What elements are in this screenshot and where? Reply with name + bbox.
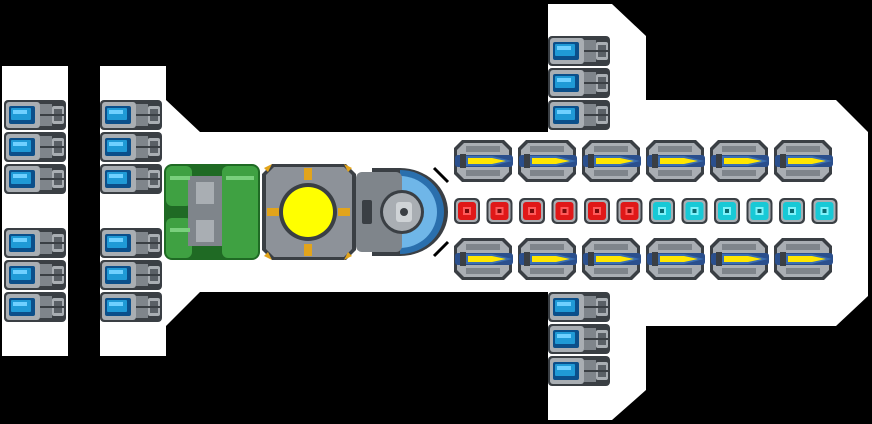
thruster-icon[interactable] [99,227,163,259]
thruster-icon[interactable] [99,291,163,323]
thruster-icon[interactable] [99,131,163,163]
thruster-icon[interactable] [99,99,163,131]
cyan-ammo-block-icon[interactable] [714,198,740,224]
reactor-core-module[interactable] [262,164,356,260]
cannon-icon[interactable] [454,140,513,182]
cyan-ammo-block-icon[interactable] [746,198,773,224]
thruster-icon[interactable] [3,163,67,195]
thruster-icon[interactable] [547,323,611,355]
cannon-icon[interactable] [518,238,577,280]
cannon-icon[interactable] [646,238,705,280]
engine-module[interactable] [164,164,260,260]
red-ammo-block-icon[interactable] [616,198,643,224]
cyan-ammo-block-icon[interactable] [811,198,838,224]
thruster-icon[interactable] [3,291,67,323]
cannon-icon[interactable] [710,140,769,182]
thruster-icon[interactable] [3,227,67,259]
thruster-icon[interactable] [547,355,611,387]
thruster-icon[interactable] [3,99,67,131]
red-ammo-block-icon[interactable] [551,198,578,224]
thruster-icon[interactable] [99,259,163,291]
red-ammo-block-icon[interactable] [519,198,545,224]
red-ammo-block-icon[interactable] [454,198,480,224]
thruster-icon[interactable] [99,163,163,195]
shield-cockpit-module[interactable] [356,166,450,258]
thruster-icon[interactable] [3,131,67,163]
cannon-icon[interactable] [774,140,833,182]
cannon-icon[interactable] [774,238,833,280]
thruster-icon[interactable] [547,291,611,323]
thruster-icon[interactable] [547,35,611,67]
cannon-icon[interactable] [710,238,769,280]
thruster-icon[interactable] [547,99,611,131]
cannon-icon[interactable] [582,140,641,182]
thruster-icon[interactable] [3,259,67,291]
cyan-ammo-block-icon[interactable] [649,198,675,224]
cannon-icon[interactable] [582,238,641,280]
cannon-icon[interactable] [454,238,513,280]
red-ammo-block-icon[interactable] [486,198,513,224]
cyan-ammo-block-icon[interactable] [681,198,708,224]
cyan-ammo-block-icon[interactable] [779,198,805,224]
red-ammo-block-icon[interactable] [584,198,610,224]
thruster-icon[interactable] [547,67,611,99]
cannon-icon[interactable] [646,140,705,182]
cannon-icon[interactable] [518,140,577,182]
